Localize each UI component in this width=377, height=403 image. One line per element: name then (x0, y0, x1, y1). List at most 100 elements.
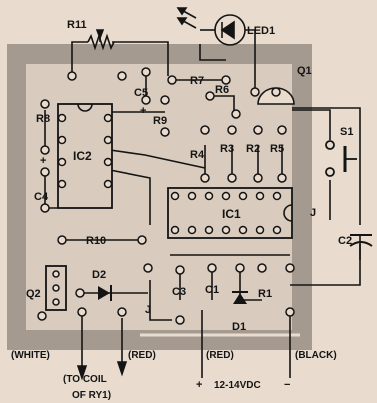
d2-diode (98, 285, 112, 301)
led1-ray-arrow-2 (176, 17, 188, 26)
pad (227, 125, 237, 135)
pad (187, 191, 197, 201)
label-white: (WHITE) (11, 350, 50, 361)
ic2-body (57, 103, 113, 209)
label-r2: R2 (246, 143, 260, 155)
pad (67, 71, 77, 81)
d2-triangle (98, 286, 110, 300)
wire-s1-top (292, 107, 361, 225)
pad (175, 315, 185, 325)
label-c3: C3 (172, 286, 186, 298)
external-wiring (76, 107, 361, 381)
trace-center-1 (109, 149, 206, 169)
pad (57, 179, 67, 189)
pad (77, 307, 87, 317)
pad (238, 191, 248, 201)
pad (167, 75, 177, 85)
label-plus: + (196, 379, 202, 391)
pad (52, 298, 60, 306)
pad (200, 173, 210, 183)
pad (40, 203, 50, 213)
pad (160, 95, 170, 105)
label-d1: D1 (232, 321, 246, 333)
ic2-notch (77, 103, 93, 112)
pad (231, 109, 241, 119)
ic1-notch (283, 204, 293, 222)
pad (141, 95, 151, 105)
pad (200, 125, 210, 135)
trace-r11-right (112, 41, 169, 76)
pad (277, 173, 287, 183)
trace-r6 (210, 95, 235, 112)
pad (187, 225, 197, 235)
pad (227, 173, 237, 183)
trace-led-bottom (199, 44, 226, 61)
r11-potentiometer (87, 29, 115, 51)
pad (52, 284, 60, 292)
solder-pads (37, 67, 295, 325)
arrow-white (76, 365, 88, 381)
pad (221, 225, 231, 235)
label-c5-plus: + (140, 105, 146, 117)
pad (137, 235, 147, 245)
d1-diode (232, 291, 248, 304)
pad (257, 263, 267, 273)
trace-center-2 (109, 169, 151, 225)
pad (103, 179, 113, 189)
label-r6: R6 (215, 84, 229, 96)
label-r11: R11 (67, 19, 87, 31)
pad (37, 311, 47, 321)
pad (238, 225, 248, 235)
r11-wiper-arrow (95, 29, 105, 41)
pad (57, 135, 67, 145)
label-c5: C5 (134, 87, 148, 99)
pad (143, 263, 153, 273)
pad (75, 288, 85, 298)
label-q1: Q1 (297, 65, 312, 77)
pad (57, 235, 67, 245)
label-r9: R9 (153, 115, 167, 127)
label-j-right: J (310, 207, 316, 219)
s1-contact-top (325, 140, 335, 150)
label-r4: R4 (190, 149, 205, 161)
label-ic1: IC1 (222, 207, 241, 221)
label-ic2: IC2 (73, 149, 92, 163)
pad (141, 67, 151, 77)
pad (52, 270, 60, 278)
pad (285, 263, 295, 273)
pad (205, 91, 215, 101)
led1-symbol (176, 7, 246, 46)
led1-triangle (220, 20, 235, 40)
pad (221, 191, 231, 201)
pad (117, 71, 127, 81)
pad (255, 225, 265, 235)
pad (271, 87, 281, 97)
label-black: (BLACK) (295, 350, 337, 361)
label-c2: C2 (338, 235, 352, 247)
led1-ray-arrow-1 (176, 7, 188, 16)
pad (253, 173, 263, 183)
label-to-coil-line2: OF RY1) (72, 390, 111, 401)
pad (57, 157, 67, 167)
label-red-2: (RED) (206, 350, 234, 361)
trace-r11-left (71, 41, 88, 74)
pad (170, 225, 180, 235)
label-r10: R10 (86, 235, 106, 247)
pad (117, 307, 127, 317)
pad (40, 145, 50, 155)
trace-q1-right (292, 109, 331, 140)
pad (272, 191, 282, 201)
label-led1: LED1 (247, 25, 275, 37)
pad (103, 135, 113, 145)
pad (103, 113, 113, 123)
trace-j-bottom (149, 280, 172, 321)
s1-contact-bottom (325, 167, 335, 177)
label-red-1: (RED) (128, 350, 156, 361)
c2-plate-bottom (349, 241, 373, 247)
label-to-coil-line1: (TO COIL (63, 374, 107, 385)
label-r5: R5 (270, 143, 284, 155)
pad (221, 75, 231, 85)
pad (250, 87, 260, 97)
s1-switch (325, 140, 357, 177)
label-c4-plus: + (40, 155, 46, 167)
